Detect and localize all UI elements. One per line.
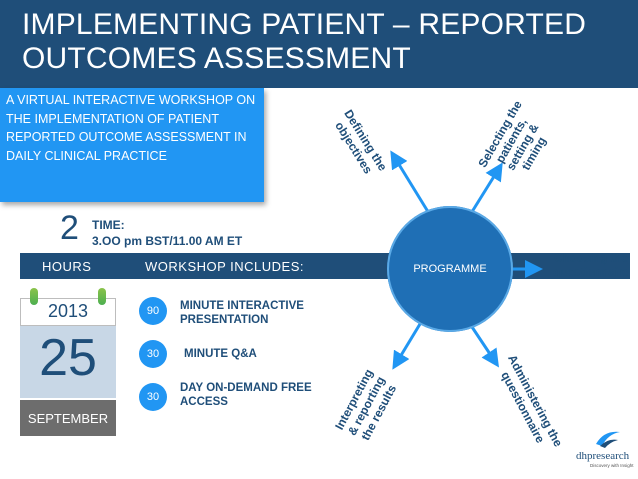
spoke-choosing-line-1: Choosing the [554,253,628,265]
intro-box: A VIRTUAL INTERACTIVE WORKSHOP ON THE IM… [0,88,264,202]
include-3-line-2: ACCESS [180,396,228,408]
include-1-line-1: MINUTE INTERACTIVE [180,300,304,312]
include-1-line-2: PRESENTATION [180,314,269,326]
page-title-line-1: IMPLEMENTING PATIENT – REPORTED [22,8,587,41]
header-banner [0,0,638,88]
page-title-line-2: OUTCOMES ASSESSMENT [22,42,411,75]
hours-label: HOURS [42,259,92,274]
include-2-line-1: MINUTE Q&A [184,348,257,360]
calendar-year: 2013 [47,301,89,321]
programme-circle [387,206,513,332]
calendar-ring [98,288,106,305]
calendar-day-panel [20,326,116,398]
include-1-number: 90 [139,297,167,325]
calendar: 2013 25 SEPTEMBER [20,288,116,436]
calendar-month: SEPTEMBER [27,411,109,426]
calendar-day: 25 [39,329,97,387]
include-2-number: 30 [139,340,167,368]
workshop-includes-label: WORKSHOP INCLUDES: [145,259,305,274]
duration-number: 2 [60,209,79,247]
include-3-text: DAY ON-DEMAND FREE ACCESS [180,381,312,409]
calendar-ring [30,288,38,305]
calendar-month-strip [20,400,116,436]
time-value: 3.OO pm BST/11.00 AM ET [92,234,243,248]
include-3-line-1: DAY ON-DEMAND FREE [180,382,312,394]
logo-name: dhpresearch [576,450,630,462]
page-title: IMPLEMENTING PATIENT – REPORTED OUTCOMES… [22,8,622,76]
logo-tagline: Discovery with Insight [590,463,634,468]
include-3-number: 30 [139,383,167,411]
intro-text: A VIRTUAL INTERACTIVE WORKSHOP ON THE IM… [6,93,256,163]
include-1-text: MINUTE INTERACTIVE PRESENTATION [180,299,304,327]
arrow-selecting [468,162,503,216]
time-label: TIME: [92,218,125,232]
include-2-text: MINUTE Q&A [184,347,257,361]
dhpresearch-logo-icon [596,431,620,448]
arrow-administering [468,323,499,368]
arrow-interpreting [392,323,422,370]
arrow-defining [390,150,432,216]
spoke-choosing-line-2: questionnaire [553,267,629,279]
spoke-choosing-questionnaire: Choosing the questionnaire [546,252,636,280]
programme-label: PROGRAMME [413,263,487,275]
